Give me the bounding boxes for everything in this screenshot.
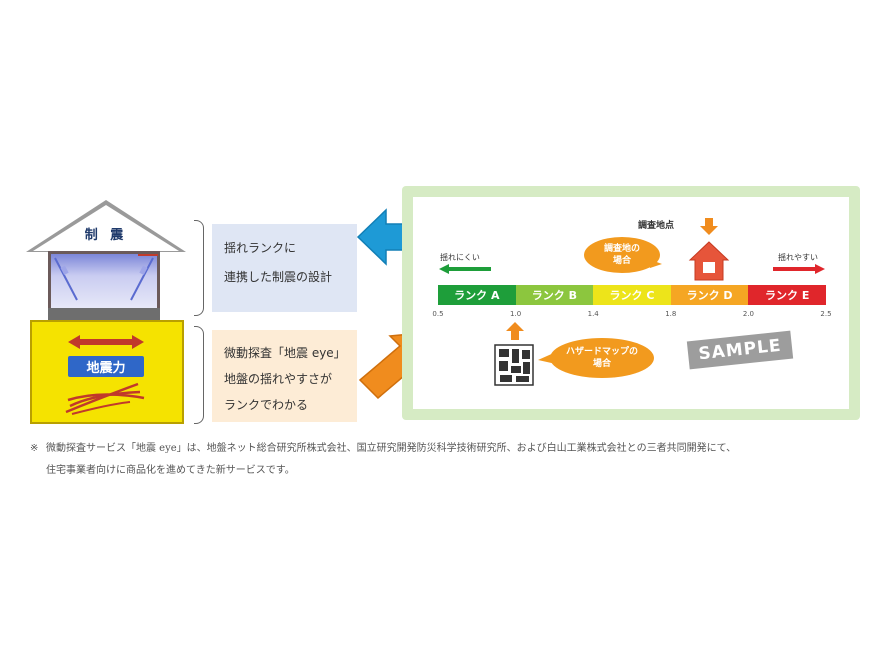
info-top-line1: 揺れランクに xyxy=(224,241,297,255)
info-box-survey: 微動探査「地震 eye」 地盤の揺れやすさが ランクでわかる xyxy=(212,330,357,422)
hazard-bubble-line2: 場合 xyxy=(592,359,611,369)
less-shaking-label: 揺れにくい xyxy=(440,253,480,262)
house-roof-inner xyxy=(33,205,179,251)
damper-icon xyxy=(54,257,154,301)
rank-cell: ランク E xyxy=(748,285,826,305)
red-right-arrow-icon xyxy=(773,264,825,274)
hazard-up-arrow-icon xyxy=(506,322,524,340)
seismic-wave-icon xyxy=(65,382,145,415)
survey-down-arrow-icon xyxy=(700,218,718,235)
tick-label: 1.0 xyxy=(510,310,522,318)
footnote: ※ 微動探査サービス「地震 eye」は、地盤ネット総合研究所株式会社、国立研究開… xyxy=(30,438,850,482)
hazard-bubble: ハザードマップの 場合 xyxy=(550,338,654,378)
tick-label: 1.8 xyxy=(665,310,677,318)
more-shaking-label: 揺れやすい xyxy=(778,253,818,262)
brace-bottom xyxy=(194,326,204,424)
survey-bubble-line2: 場合 xyxy=(612,256,631,266)
tick-label: 1.4 xyxy=(587,310,599,318)
roof-beam xyxy=(138,254,158,256)
house-foundation xyxy=(48,308,160,320)
house-interior xyxy=(48,251,160,311)
double-arrow-icon xyxy=(68,335,144,349)
roof-label: 制 震 xyxy=(84,228,128,243)
footnote-line1: 微動探査サービス「地震 eye」は、地盤ネット総合研究所株式会社、国立研究開発防… xyxy=(46,443,737,454)
tick-label: 0.5 xyxy=(432,310,444,318)
rank-cell: ランク C xyxy=(593,285,671,305)
info-bottom-line2: 地盤の揺れやすさが xyxy=(224,372,333,386)
survey-bubble-tail xyxy=(646,258,662,268)
rank-cell: ランク A xyxy=(438,285,516,305)
rank-cell: ランク D xyxy=(670,285,749,305)
info-box-damping: 揺れランクに 連携した制震の設計 xyxy=(212,224,357,312)
hazard-map-icon xyxy=(494,344,534,386)
footnote-mark: ※ xyxy=(30,443,39,454)
house-icon xyxy=(688,241,730,281)
tick-label: 2.5 xyxy=(820,310,832,318)
green-left-arrow-icon xyxy=(439,264,491,274)
hazard-bubble-line1: ハザードマップの xyxy=(565,347,638,357)
rank-cell: ランク B xyxy=(515,285,594,305)
info-bottom-line3: ランクでわかる xyxy=(224,398,309,412)
footnote-line2: 住宅事業者向けに商品化を進めてきた新サービスです。 xyxy=(46,465,295,476)
ground-force-label: 地震力 xyxy=(68,356,144,377)
info-top-line2: 連携した制震の設計 xyxy=(224,270,333,284)
tick-label: 2.0 xyxy=(742,310,754,318)
info-bottom-line1: 微動探査「地震 eye」 xyxy=(224,346,346,360)
brace-top xyxy=(194,220,204,316)
survey-bubble-line1: 調査地の xyxy=(603,244,640,254)
survey-point-label: 調査地点 xyxy=(638,221,675,231)
survey-bubble: 調査地の 場合 xyxy=(584,237,660,273)
